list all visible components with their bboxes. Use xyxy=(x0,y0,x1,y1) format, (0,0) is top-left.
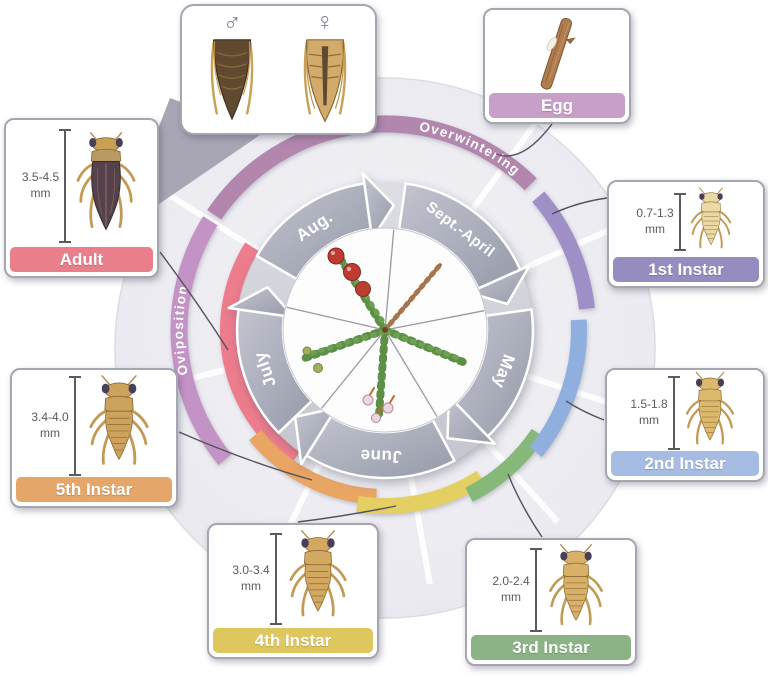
stage-card-egg: Egg xyxy=(483,8,631,124)
size-value: 3.5-4.5 xyxy=(21,169,60,184)
scale-bar xyxy=(673,192,686,251)
stage-card-2nd-instar: 1.5-1.8 mm 2nd Instar xyxy=(605,368,765,482)
stage-label-1st-instar: 1st Instar xyxy=(613,257,759,282)
size-value: 1.5-1.8 xyxy=(630,396,668,411)
size-value: 2.0-2.4 xyxy=(492,573,530,588)
stage-label-2nd-instar: 2nd Instar xyxy=(611,451,759,476)
size-unit: mm xyxy=(638,412,659,427)
nymph-illustration xyxy=(81,373,157,479)
male-icon: ♂ xyxy=(222,8,242,36)
size-measurement: 0.7-1.3 mm xyxy=(636,192,686,251)
stage-card-3rd-instar: 2.0-2.4 mm 3rd Instar xyxy=(465,538,637,666)
female-figure: ♀ xyxy=(294,10,356,129)
adult-illustration xyxy=(71,125,141,247)
stage-card-1st-instar: 0.7-1.3 mm 1st Instar xyxy=(607,180,765,288)
female-icon: ♀ xyxy=(315,8,335,36)
male-abdomen-illustration xyxy=(201,35,263,127)
green-berries xyxy=(302,346,323,373)
stage-label-5th-instar: 5th Instar xyxy=(16,477,172,502)
instar2-arc xyxy=(529,319,587,458)
july-arrowhead xyxy=(227,285,296,319)
female-abdomen-illustration xyxy=(294,35,356,127)
stage-label-adult: Adult xyxy=(10,247,153,272)
stage-label-3rd-instar: 3rd Instar xyxy=(471,635,631,660)
oviposition-label: Oviposition xyxy=(171,283,191,377)
egg-on-twig-illustration xyxy=(526,14,588,94)
adult-arc xyxy=(220,242,300,466)
size-measurement: 3.5-4.5 mm xyxy=(21,128,72,243)
instar4-arc xyxy=(356,470,486,515)
size-measurement: 3.4-4.0 mm xyxy=(31,375,81,476)
scale-bar xyxy=(529,547,542,632)
scale-bar xyxy=(667,375,680,450)
nymph-illustration xyxy=(686,186,736,258)
sex-dimorphism-card: ♂ ♀ xyxy=(180,4,377,135)
cranberry-plant-illustration xyxy=(301,247,467,423)
scale-bar xyxy=(68,375,81,476)
size-value: 3.0-3.4 xyxy=(232,562,270,577)
connector-lines xyxy=(159,123,608,538)
flowers xyxy=(362,387,395,423)
size-unit: mm xyxy=(39,425,60,440)
june-arrowhead xyxy=(293,406,338,466)
size-unit: mm xyxy=(240,578,261,593)
instar3-arc xyxy=(465,428,546,502)
size-unit: mm xyxy=(500,589,521,604)
male-figure: ♂ xyxy=(201,10,263,129)
scale-bar xyxy=(269,532,282,625)
stage-label-4th-instar: 4th Instar xyxy=(213,628,373,653)
stage-label-egg: Egg xyxy=(489,93,625,118)
size-value: 3.4-4.0 xyxy=(31,409,69,424)
oviposition-arc xyxy=(170,216,232,465)
size-measurement: 2.0-2.4 mm xyxy=(492,547,542,632)
size-measurement: 3.0-3.4 mm xyxy=(232,532,282,625)
ripe-berries xyxy=(327,247,371,297)
stage-card-5th-instar: 3.4-4.0 mm 5th Instar xyxy=(10,368,178,508)
aug-arrowhead xyxy=(361,172,395,241)
stage-card-adult: 3.5-4.5 mm Adult xyxy=(4,118,159,278)
size-measurement: 1.5-1.8 mm xyxy=(630,375,680,450)
nymph-illustration xyxy=(282,528,354,630)
may-arrowhead xyxy=(446,394,497,445)
size-unit: mm xyxy=(30,185,51,200)
scale-bar xyxy=(59,128,72,243)
sept-april-arrowhead xyxy=(467,264,531,306)
stage-card-4th-instar: 3.0-3.4 mm 4th Instar xyxy=(207,523,379,659)
nymph-illustration xyxy=(680,370,740,456)
size-value: 0.7-1.3 xyxy=(636,205,674,220)
nymph-illustration xyxy=(542,542,610,638)
month-june: June xyxy=(360,446,402,466)
sector-dividers xyxy=(286,229,485,417)
size-unit: mm xyxy=(644,221,665,236)
instar1-arc xyxy=(532,191,595,310)
